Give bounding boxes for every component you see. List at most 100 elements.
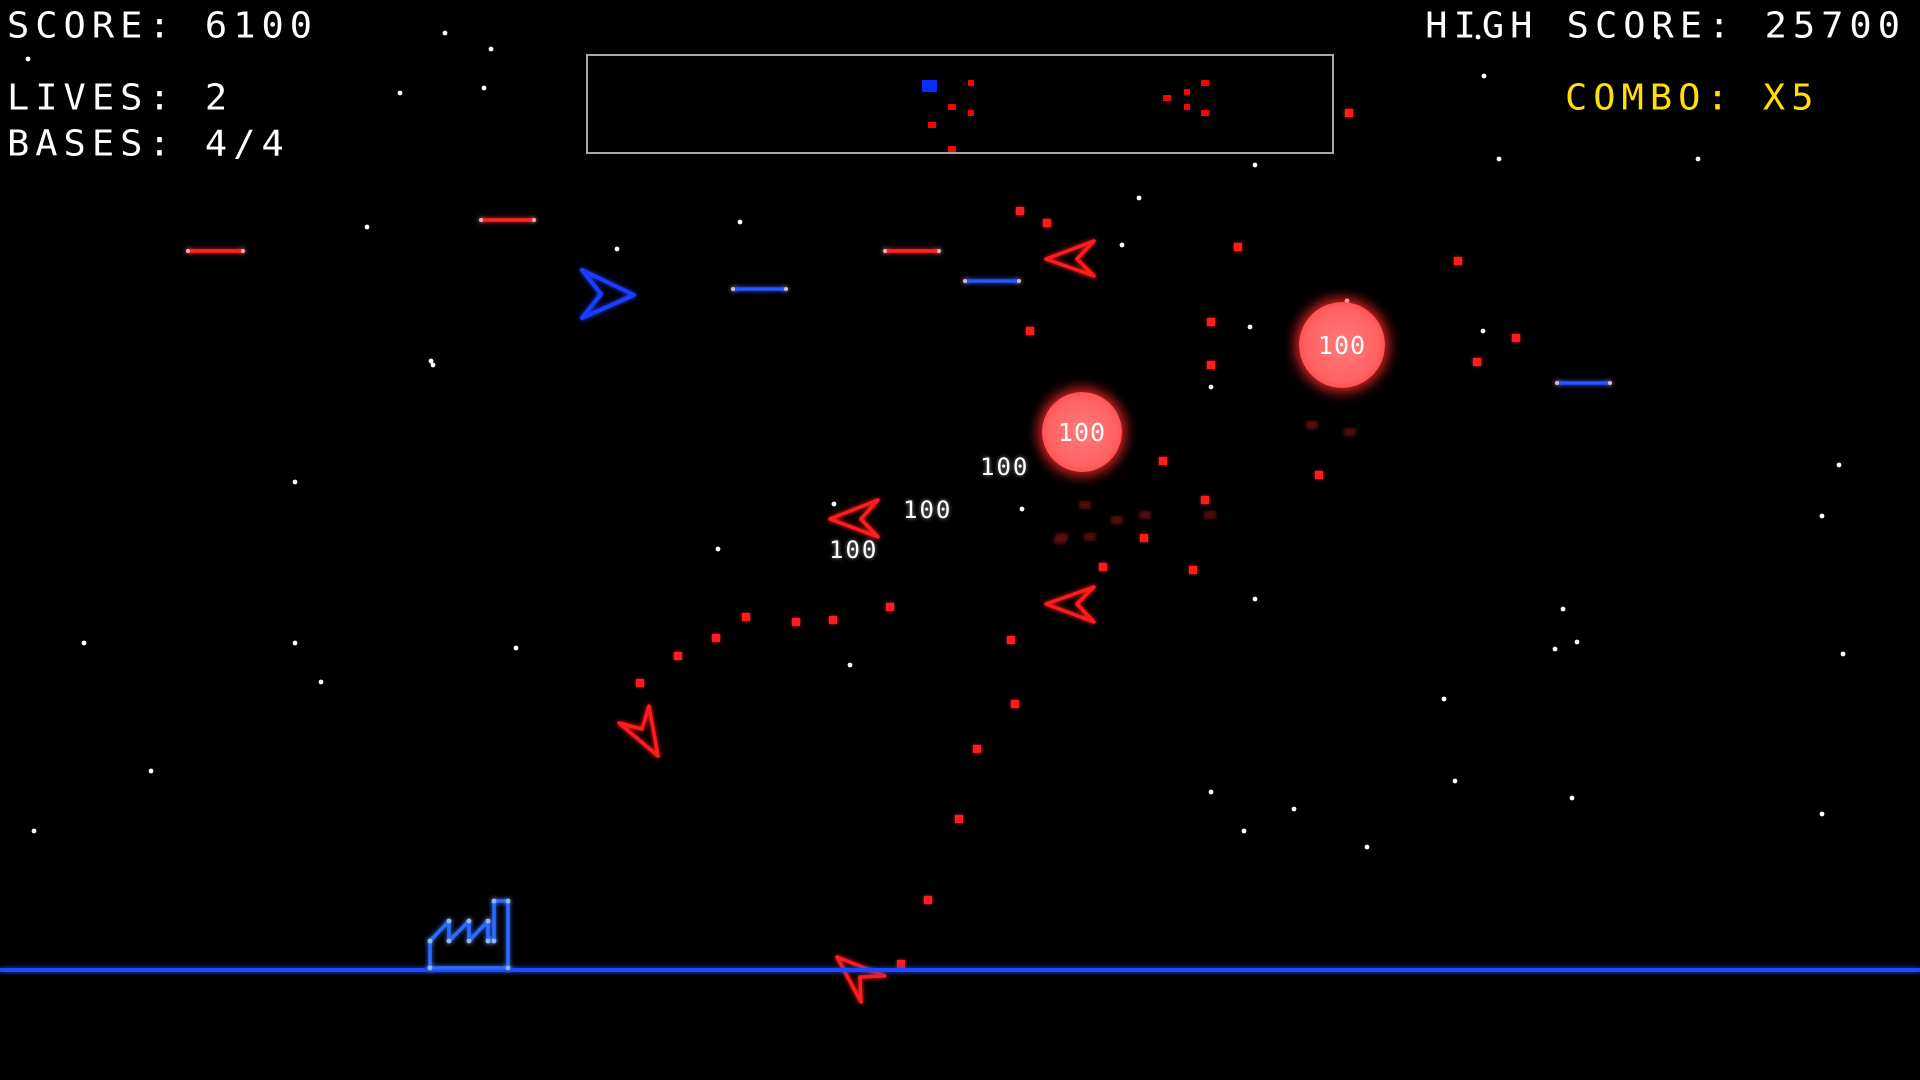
debris-particle: [1026, 327, 1034, 335]
debris-particle: [1315, 471, 1323, 479]
debris-particle: [1512, 334, 1520, 342]
debris-particle: [712, 634, 720, 642]
star-icon: [1441, 696, 1447, 702]
debris-particle: [1140, 534, 1148, 542]
star-icon: [1836, 462, 1842, 468]
star-icon: [1560, 606, 1566, 612]
score-orb: 100: [1042, 392, 1122, 472]
debris-particle: [636, 679, 644, 687]
star-icon: [1119, 242, 1125, 248]
player-ship: [580, 268, 636, 320]
star-icon: [1655, 34, 1661, 40]
debris-particle: [1189, 566, 1197, 574]
debris-particle: [829, 616, 837, 624]
star-icon: [1136, 195, 1142, 201]
star-icon: [148, 768, 154, 774]
minimap-enemy-marker: [1163, 95, 1171, 101]
star-icon: [1819, 811, 1825, 817]
star-icon: [397, 90, 403, 96]
debris-fragment: [1344, 428, 1356, 436]
debris-particle: [1043, 219, 1051, 227]
radar-minimap: [586, 54, 1334, 154]
star-icon: [847, 662, 853, 668]
debris-particle: [1016, 207, 1024, 215]
debris-particle: [1011, 700, 1019, 708]
debris-particle: [1473, 358, 1481, 366]
minimap-enemy-marker: [1184, 104, 1190, 110]
minimap-player-marker: [922, 80, 937, 92]
minimap-enemy-marker: [1201, 110, 1209, 116]
star-icon: [737, 219, 743, 225]
debris-particle: [1234, 243, 1242, 251]
star-icon: [1569, 795, 1575, 801]
star-icon: [1496, 156, 1502, 162]
star-icon: [1475, 34, 1481, 40]
debris-particle: [1099, 563, 1107, 571]
starfield: [25, 30, 1846, 850]
minimap-enemy-marker: [1184, 89, 1190, 95]
star-icon: [1819, 513, 1825, 519]
enemy-ship-icon: [1044, 585, 1096, 624]
star-icon: [25, 56, 31, 62]
star-icon: [488, 46, 494, 52]
laser-shots: [186, 218, 1612, 385]
star-icon: [1452, 778, 1458, 784]
star-icon: [1552, 646, 1558, 652]
star-icon: [1695, 156, 1701, 162]
minimap-enemy-marker: [928, 122, 936, 128]
star-icon: [292, 640, 298, 646]
minimap-enemy-marker: [968, 80, 974, 86]
player-ship-icon: [580, 268, 636, 320]
debris-particle: [1454, 257, 1462, 265]
debris-fragment: [1056, 533, 1068, 541]
star-icon: [1480, 328, 1486, 334]
enemy-ships: [617, 239, 1096, 1004]
debris-particle: [1345, 109, 1353, 117]
star-icon: [1291, 806, 1297, 812]
star-icon: [292, 479, 298, 485]
score-display: SCORE: 6100: [7, 5, 319, 46]
minimap-enemy-marker: [1201, 80, 1209, 86]
ground-layer: [0, 898, 1920, 972]
debris-particle: [742, 613, 750, 621]
minimap-enemy-marker: [968, 110, 974, 116]
debris-particles: [636, 109, 1520, 968]
star-icon: [831, 501, 837, 507]
star-icon: [364, 224, 370, 230]
star-icon: [31, 828, 37, 834]
debris-particle: [792, 618, 800, 626]
star-icon: [1019, 506, 1025, 512]
star-icon: [1208, 789, 1214, 795]
star-icon: [318, 679, 324, 685]
debris-particle: [1159, 457, 1167, 465]
star-icon: [430, 362, 436, 368]
enemy-ship-icon: [835, 955, 887, 1004]
lives-display: LIVES: 2: [7, 77, 234, 118]
score-popup: 100: [829, 536, 879, 564]
minimap-enemy-marker: [948, 104, 956, 110]
enemy-ship-icon: [617, 704, 660, 758]
debris-particle: [1007, 636, 1015, 644]
score-popup: 100: [980, 453, 1030, 481]
star-icon: [1481, 73, 1487, 79]
debris-fragment: [1139, 511, 1151, 519]
debris-fragment: [1306, 421, 1318, 429]
debris-particle: [674, 652, 682, 660]
star-icon: [1574, 639, 1580, 645]
star-icon: [1208, 384, 1214, 390]
score-orb: 100: [1299, 302, 1385, 388]
score-popup: 100: [903, 496, 953, 524]
star-icon: [1840, 651, 1846, 657]
star-icon: [1252, 162, 1258, 168]
star-icon: [81, 640, 87, 646]
debris-fragment: [1084, 533, 1096, 541]
enemy-ship-icon: [828, 498, 880, 539]
star-icon: [481, 85, 487, 91]
enemy-ship-icon: [1044, 239, 1096, 278]
debris-particle: [924, 896, 932, 904]
bases-display: BASES: 4/4: [7, 123, 290, 164]
debris-particle: [897, 960, 905, 968]
debris-fragment: [1204, 511, 1216, 519]
star-icon: [1252, 596, 1258, 602]
